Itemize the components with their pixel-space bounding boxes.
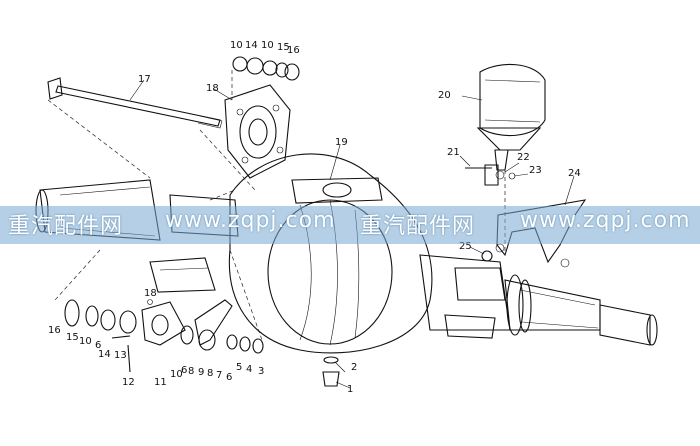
leader-lines — [129, 79, 575, 389]
label-16-top: 16 — [287, 45, 300, 56]
brake-chamber — [476, 63, 546, 171]
watermark-banner — [0, 206, 700, 244]
label-9: 9 — [198, 367, 204, 378]
axle-housing — [35, 153, 658, 354]
label-1: 1 — [347, 384, 353, 395]
label-10-top-b: 10 — [261, 40, 274, 51]
assembly-lines — [47, 70, 506, 341]
label-15-top: 15 — [277, 42, 290, 53]
label-11: 11 — [154, 377, 167, 388]
drain-plug — [322, 356, 340, 387]
label-8-right: 8 — [207, 368, 213, 379]
label-15-left: 15 — [66, 332, 79, 343]
label-22: 22 — [517, 152, 530, 163]
label-4: 4 — [246, 364, 252, 375]
label-24: 24 — [568, 168, 581, 179]
label-8-left: 8 — [188, 366, 194, 377]
watermark-chinese-2: 重汽配件网 — [360, 214, 476, 239]
half-shaft — [47, 77, 223, 129]
watermark-url-1: www.zqpj.com — [165, 208, 336, 233]
label-5: 5 — [236, 362, 242, 373]
label-14-top: 14 — [245, 40, 258, 51]
top-ring-set — [232, 56, 300, 81]
label-14-left: 14 — [98, 349, 111, 360]
label-6-mid: 6 — [181, 365, 187, 376]
label-2: 2 — [351, 362, 357, 373]
label-20: 20 — [438, 90, 451, 101]
watermark-chinese-1: 重汽配件网 — [8, 214, 124, 239]
label-16-left: 16 — [48, 325, 61, 336]
watermark-url-2: www.zqpj.com — [520, 208, 691, 233]
label-3: 3 — [258, 366, 264, 377]
label-19: 19 — [335, 137, 348, 148]
label-18-top: 18 — [206, 83, 219, 94]
label-7: 7 — [216, 370, 222, 381]
label-13: 13 — [114, 350, 127, 361]
label-23: 23 — [529, 165, 542, 176]
pin-assembly — [465, 164, 516, 186]
label-6-left: 6 — [95, 340, 101, 351]
hub-flange — [224, 84, 291, 179]
lower-left-parts — [64, 299, 264, 373]
bolt-25 — [481, 250, 493, 262]
label-12: 12 — [122, 377, 135, 388]
label-18-left: 18 — [144, 288, 157, 299]
label-17: 17 — [138, 74, 151, 85]
label-25: 25 — [459, 241, 472, 252]
label-10-bottom: 10 — [170, 369, 183, 380]
part-labels: 1 2 3 4 5 6 6 6 7 8 8 9 10 10 10 10 11 1… — [48, 40, 581, 395]
label-10-left: 10 — [79, 336, 92, 347]
label-6-right: 6 — [226, 372, 232, 383]
label-10-top-a: 10 — [230, 40, 243, 51]
label-21: 21 — [447, 147, 460, 158]
